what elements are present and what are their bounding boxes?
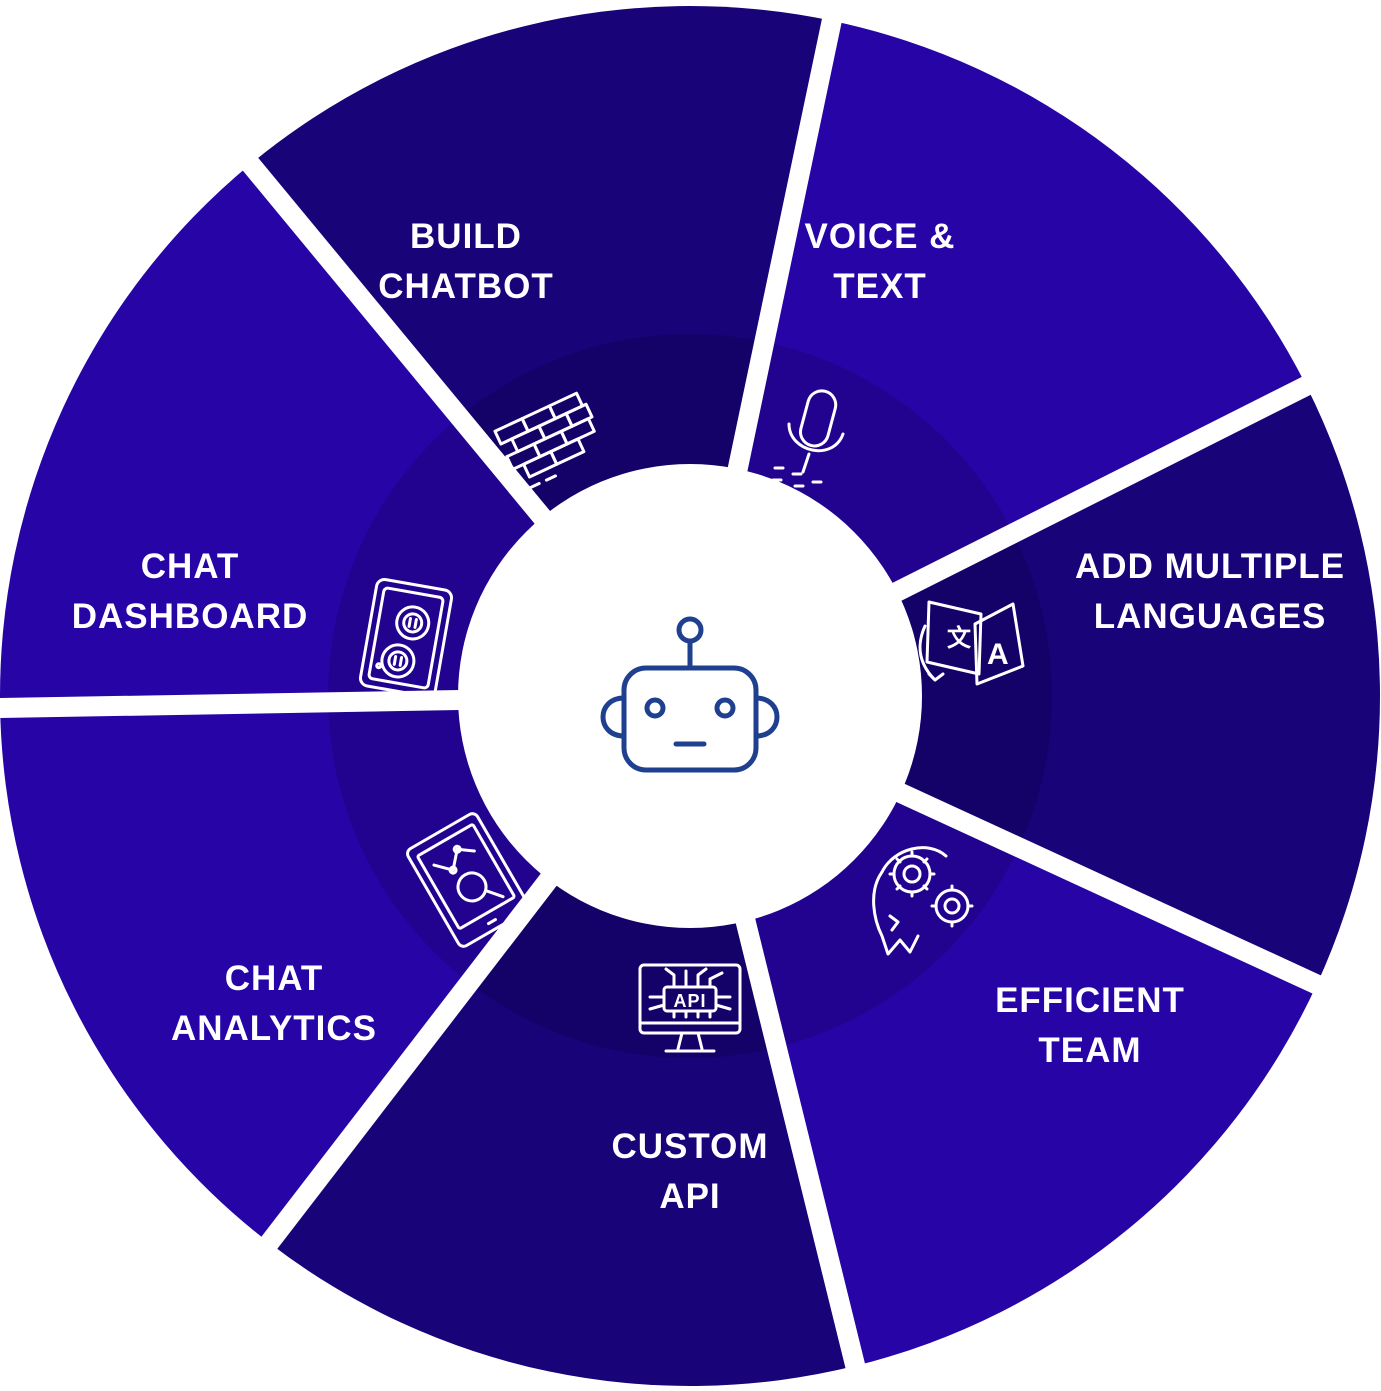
label-add-multiple-languages-line2: LANGUAGES	[1094, 597, 1327, 636]
segment-efficient-team	[690, 385, 1380, 985]
label-efficient-team-line2: TEAM	[1038, 1031, 1141, 1070]
translate-glyph-b: 文	[947, 624, 972, 652]
label-voice-text: VOICE & TEXT	[805, 217, 956, 306]
label-build-chatbot: BUILD CHATBOT	[378, 217, 554, 306]
label-chat-dashboard-line1: CHAT	[141, 547, 240, 586]
gears-head-icon	[872, 846, 974, 956]
api-icon-text: API	[673, 991, 706, 1011]
center-disc	[458, 464, 922, 928]
microphone-icon	[771, 389, 845, 488]
label-voice-text-line1: VOICE &	[805, 217, 956, 256]
label-build-chatbot-line1: BUILD	[410, 217, 522, 256]
label-efficient-team: EFFICIENT TEAM	[995, 981, 1185, 1070]
label-efficient-team-line1: EFFICIENT	[995, 981, 1185, 1020]
analytics-tablet-icon	[406, 812, 530, 948]
label-add-multiple-languages: ADD MULTIPLE LANGUAGES	[1075, 547, 1345, 636]
label-custom-api: CUSTOM API	[611, 1127, 768, 1216]
label-custom-api-line2: API	[659, 1177, 720, 1216]
translate-icon: 文 A	[918, 600, 1025, 686]
api-monitor-icon: API	[638, 963, 742, 1053]
label-chat-analytics: CHAT ANALYTICS	[171, 959, 377, 1048]
label-chat-dashboard-line2: DASHBOARD	[72, 597, 309, 636]
label-custom-api-line1: CUSTOM	[611, 1127, 768, 1166]
label-build-chatbot-line2: CHATBOT	[378, 267, 554, 306]
label-voice-text-line2: TEXT	[833, 267, 926, 306]
label-chat-analytics-line1: CHAT	[225, 959, 324, 998]
robot-icon	[600, 616, 780, 773]
label-chat-analytics-line2: ANALYTICS	[171, 1009, 377, 1048]
label-add-multiple-languages-line1: ADD MULTIPLE	[1075, 547, 1345, 586]
label-chat-dashboard: CHAT DASHBOARD	[72, 547, 309, 636]
brick-wall-icon	[493, 391, 596, 493]
dashboard-device-icon	[358, 577, 454, 699]
translate-glyph-a: A	[987, 638, 1010, 671]
